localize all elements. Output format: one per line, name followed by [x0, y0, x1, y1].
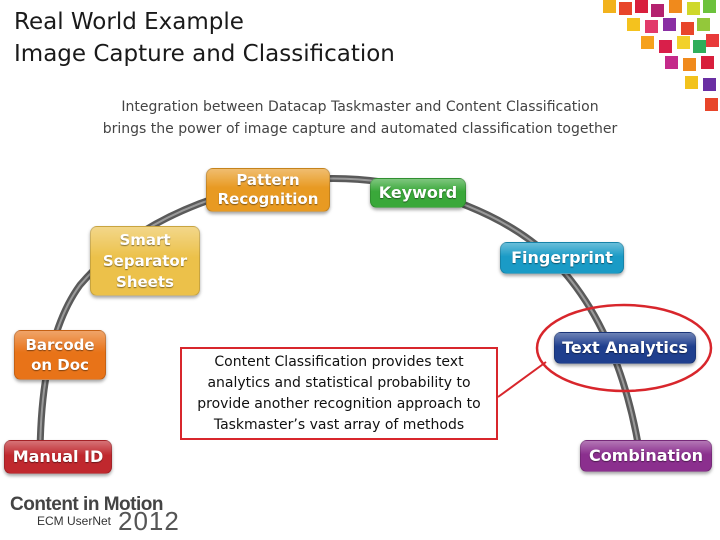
subtitle-line-1: Integration between Datacap Taskmaster a…: [121, 99, 599, 115]
highlight-ellipse: [535, 303, 713, 393]
method-label: Fingerprint: [511, 248, 613, 267]
method-smart-separator-sheets: Smart Separator Sheets: [90, 226, 200, 296]
title-line-1: Real World Example: [14, 9, 244, 35]
method-manual-id: Manual ID: [4, 440, 112, 474]
method-fingerprint: Fingerprint: [500, 242, 624, 274]
callout-connector-line: [497, 361, 547, 398]
method-text-analytics: Text Analytics: [554, 332, 696, 364]
callout-text: Content Classification provides text ana…: [197, 353, 481, 433]
method-barcode-on-doc: Barcode on Doc: [14, 330, 106, 380]
method-label: Barcode on Doc: [25, 336, 95, 374]
logo-year: 2012: [118, 506, 180, 536]
method-label: Pattern Recognition: [217, 171, 319, 208]
logo-line-1: Content in Motion: [10, 494, 163, 515]
method-label: Keyword: [378, 183, 458, 202]
method-label: Combination: [588, 446, 704, 465]
method-combination: Combination: [580, 440, 712, 472]
logo-line-2: ECM UserNet: [37, 514, 112, 528]
method-label: Manual ID: [12, 447, 104, 466]
decorative-cubes: [585, 0, 720, 115]
method-keyword: Keyword: [370, 178, 466, 208]
conference-logo: Content in Motion ECM UserNet 2012: [10, 494, 185, 536]
method-label: Smart Separator Sheets: [102, 230, 188, 291]
arc-connector-highlight: [39, 177, 641, 461]
title-line-2: Image Capture and Classification: [14, 41, 395, 67]
method-label: Text Analytics: [562, 338, 688, 357]
subtitle-line-2: brings the power of image capture and au…: [102, 121, 618, 137]
callout-box: Content Classification provides text ana…: [180, 347, 498, 440]
slide-title: Real World Example Image Capture and Cla…: [14, 6, 395, 70]
subtitle: Integration between Datacap Taskmaster a…: [40, 96, 680, 140]
method-pattern-recognition: Pattern Recognition: [206, 168, 330, 212]
